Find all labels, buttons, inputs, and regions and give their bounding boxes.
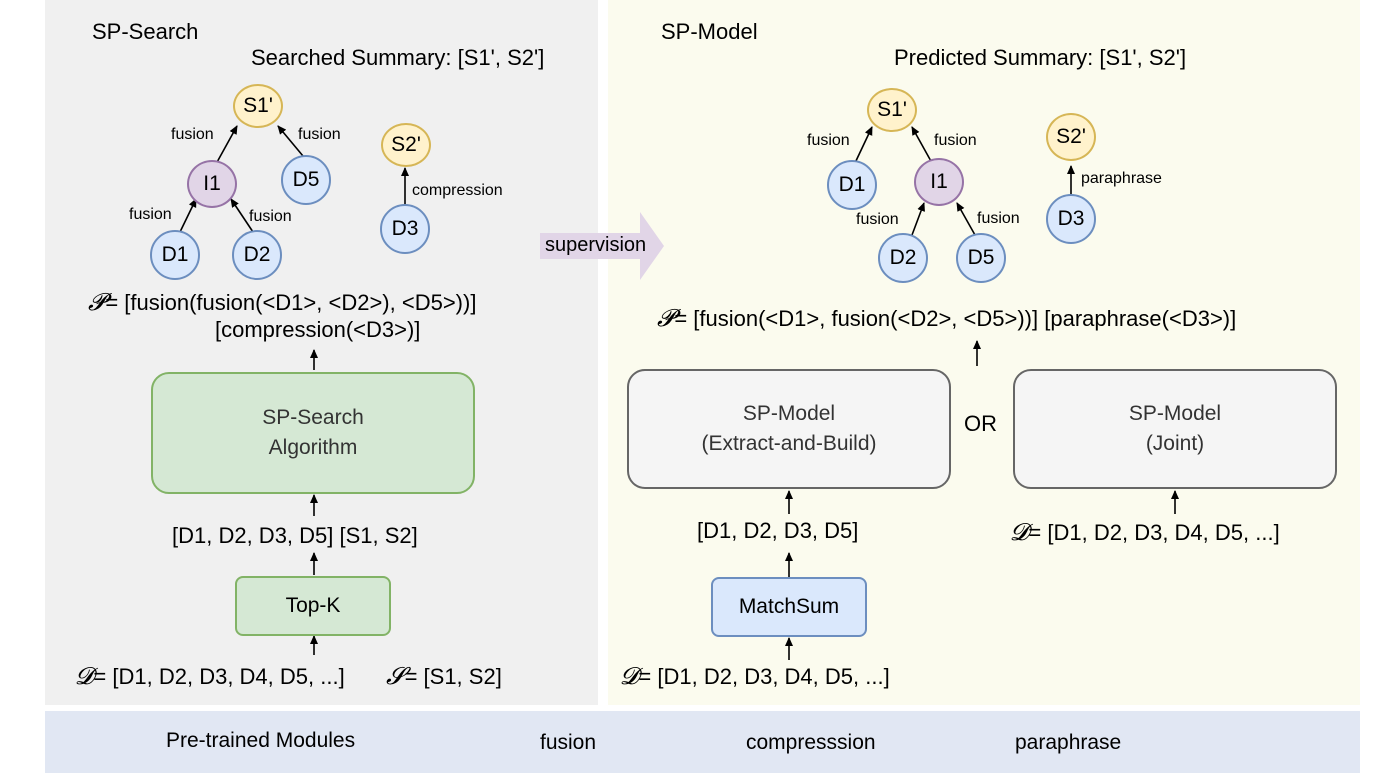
sp-model-title: SP-Model [661,19,758,44]
edge-d1-i1-left [179,198,197,233]
edge-i1-s1-left [215,125,238,165]
module-compression: compresssion [746,731,876,754]
edge-i1-s1-right [911,126,933,164]
search-input-d: 𝓓= [D1, D2, D3, D4, D5, ...] [75,662,345,690]
node-s1-left: S1' [233,84,283,128]
edge-label-d1-i1-left: fusion [129,206,172,223]
search-selected-list: [D1, D2, D3, D5] [S1, S2] [172,523,418,548]
model-selected-list: [D1, D2, D3, D5] [697,518,859,543]
sp-model-extract-build-box: SP-Model(Extract-and-Build) [627,369,951,489]
module-fusion: fusion [540,731,597,754]
edge-label-d5-i1-right: fusion [977,210,1020,227]
search-input-s: 𝓢= [S1, S2] [386,662,502,690]
edge-d2-i1-right [911,202,925,236]
node-d2-right: D2 [878,233,928,283]
model-joint-input: 𝓓= [D1, D2, D3, D4, D5, ...] [1010,518,1280,546]
node-d5-right: D5 [956,233,1006,283]
search-formula-line2: [compression(<D3>)] [215,317,421,342]
topk-box: Top-K [235,576,391,636]
node-i1-left: I1 [187,160,237,208]
edge-label-d2-i1-right: fusion [856,211,899,228]
sp-search-title: SP-Search [92,19,199,44]
node-d2-left: D2 [232,230,282,280]
matchsum-box: MatchSum [711,577,867,637]
model-formula: 𝓟= [fusion(<D1>, fusion(<D2>, <D5>))] [p… [657,304,1237,332]
edge-label-i1-s1-left: fusion [171,126,214,143]
node-s1-right: S1' [867,88,917,132]
or-label: OR [964,411,997,436]
node-s2-left: S2' [381,123,431,167]
node-d3-right: D3 [1046,194,1096,244]
predicted-summary: Predicted Summary: [S1', S2'] [894,45,1187,70]
node-d1-left: D1 [150,230,200,280]
edge-d5-s1-left [277,125,304,157]
node-i1-right: I1 [914,158,964,206]
node-s2-right: S2' [1046,113,1096,161]
edge-label-d5-s1-left: fusion [298,126,341,143]
sp-model-joint-box: SP-Model(Joint) [1013,369,1337,489]
edge-d5-i1-right [956,202,976,236]
searched-summary: Searched Summary: [S1', S2'] [251,45,545,70]
node-d1-right: D1 [827,160,877,210]
edge-label-d3-s2-left: compression [412,182,503,199]
module-paraphrase: paraphrase [1015,731,1122,754]
search-formula-line1: 𝓟= [fusion(fusion(<D1>, <D2>), <D5>))] [88,288,477,316]
node-d3-left: D3 [380,204,430,254]
edge-label-d3-s2-right: paraphrase [1081,170,1162,187]
node-d5-left: D5 [281,155,331,205]
edge-label-d1-s1-right: fusion [807,132,850,149]
edge-label-d2-i1-left: fusion [249,208,292,225]
edge-label-i1-s1-right: fusion [934,132,977,149]
model-input-d: 𝓓= [D1, D2, D3, D4, D5, ...] [620,662,890,690]
edge-d1-s1-right [854,126,873,164]
edge-d2-i1-left [230,198,254,233]
supervision-label: supervision [545,234,647,256]
pretrained-modules-bar [45,711,1360,773]
pretrained-modules-title: Pre-trained Modules [166,729,356,752]
